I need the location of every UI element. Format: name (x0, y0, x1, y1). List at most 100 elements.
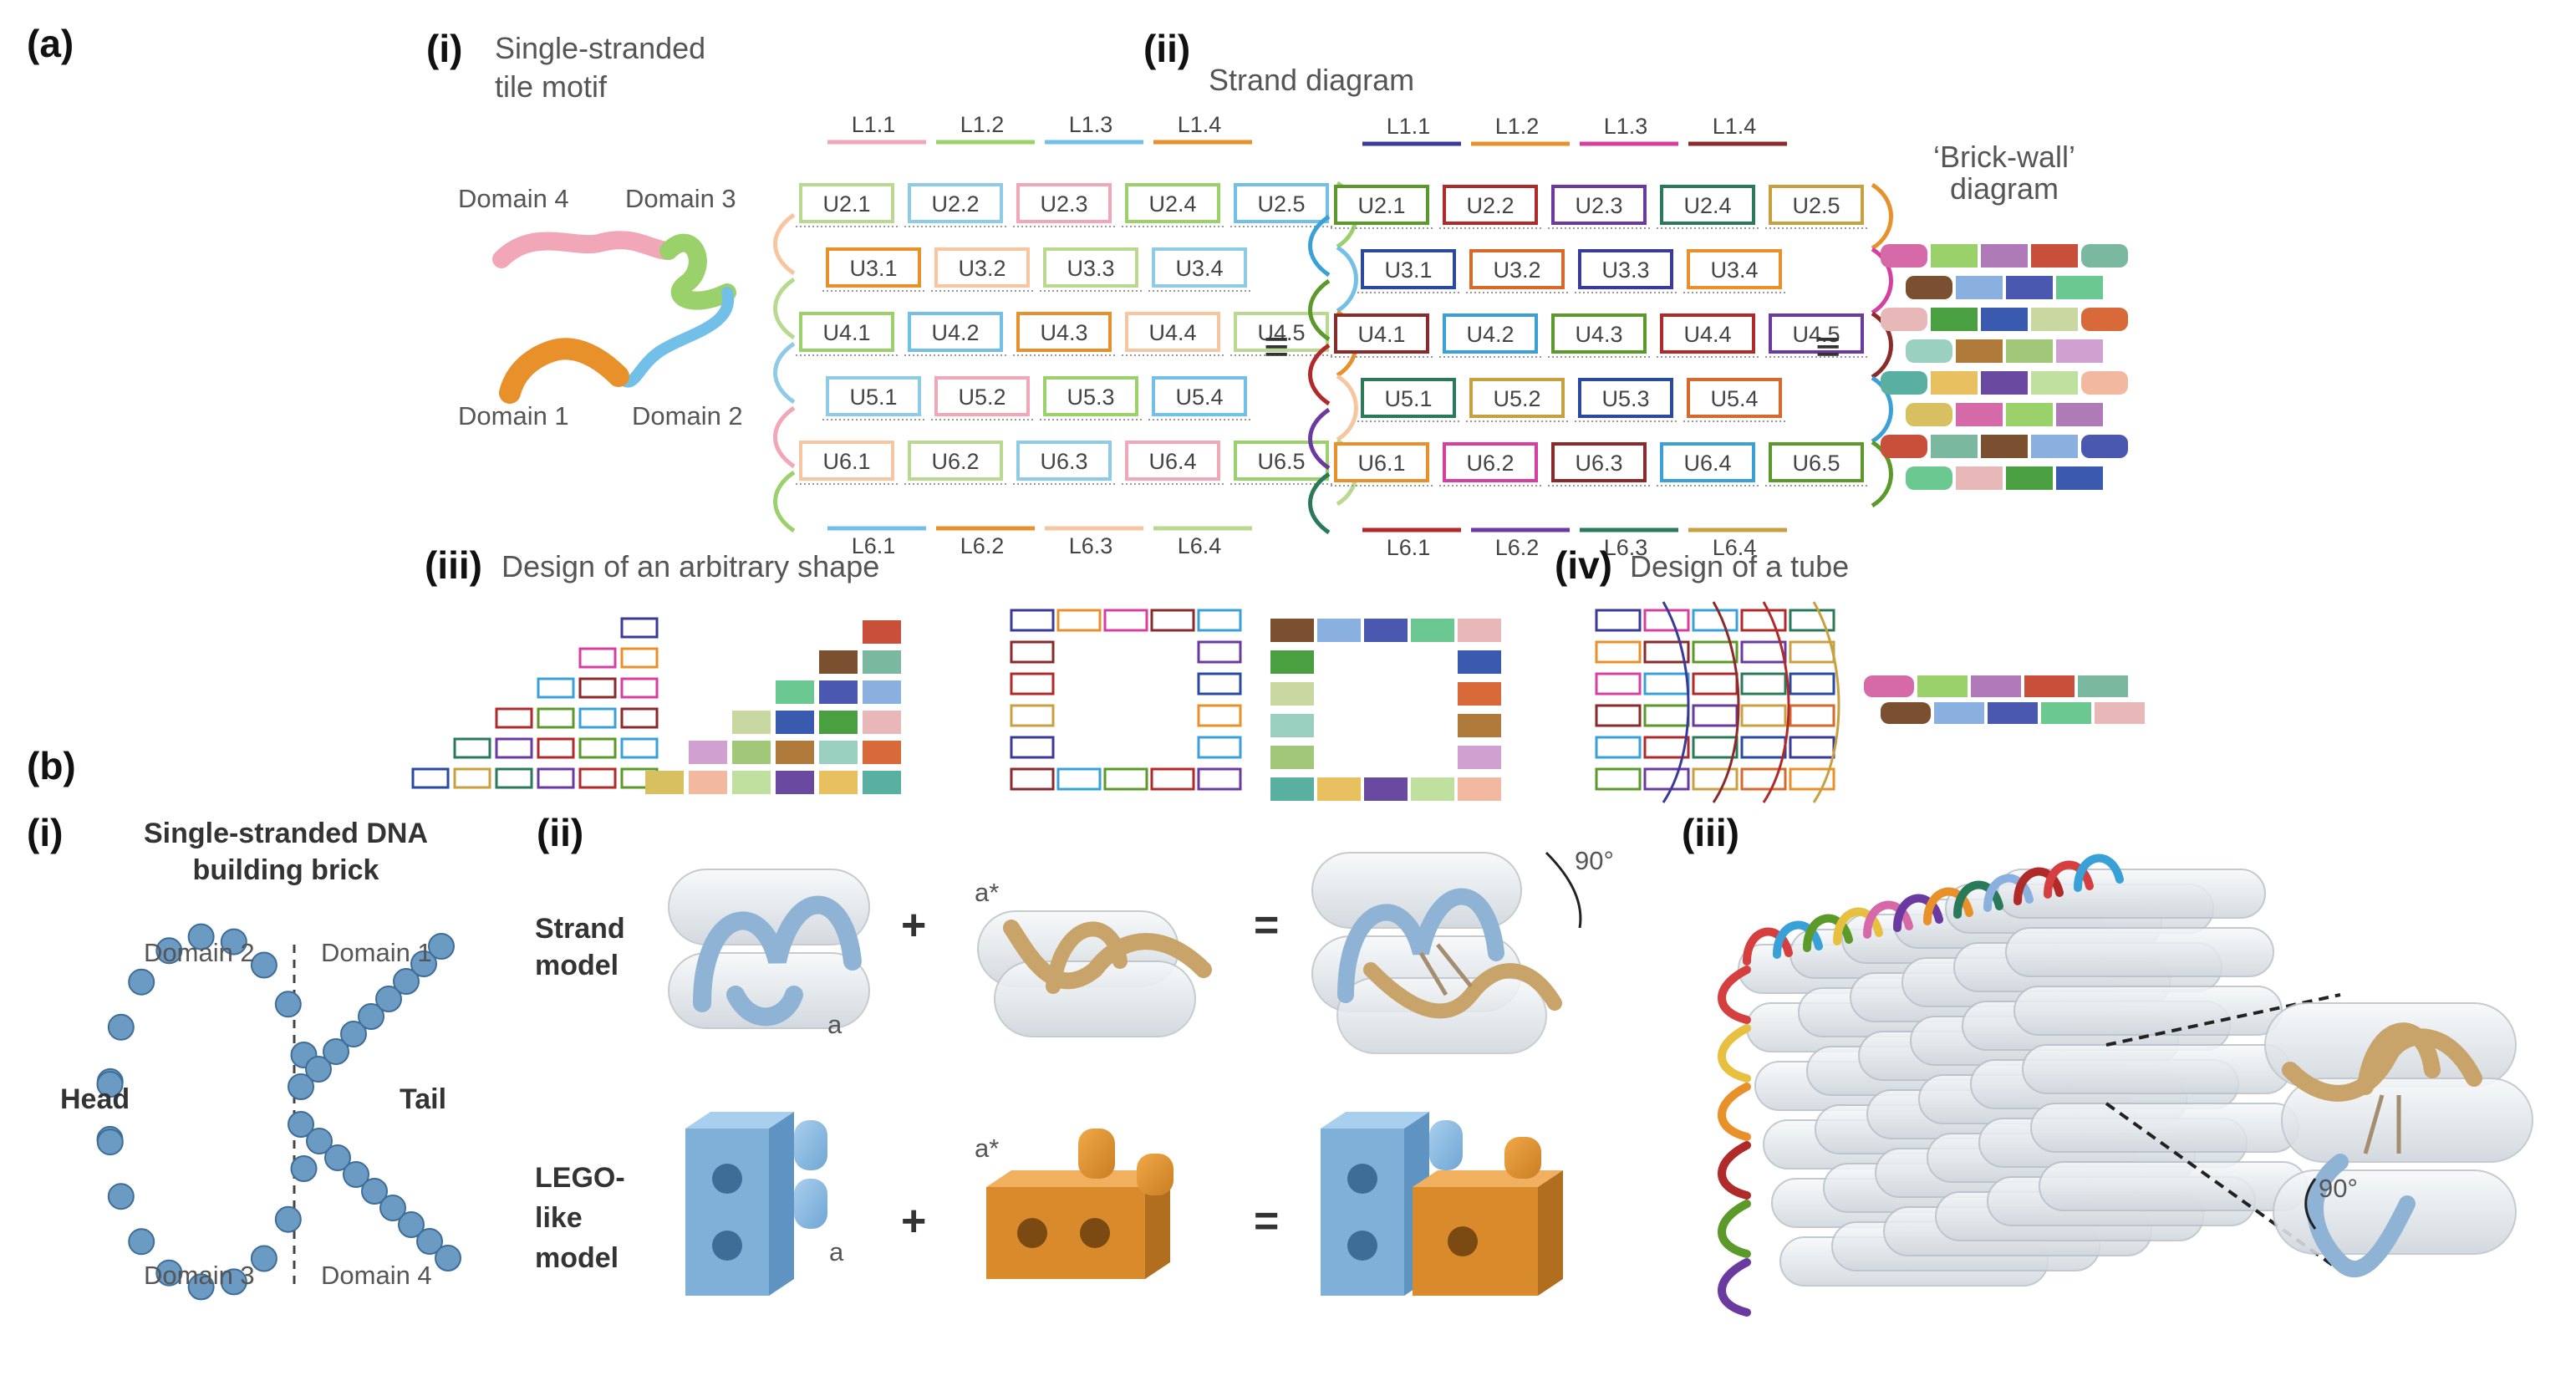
tube-mini-tile (1643, 640, 1690, 664)
triangle-mini-tile (537, 767, 575, 789)
frame-brick (1458, 714, 1501, 737)
cube-top-strand (1893, 894, 1943, 932)
triangle-mini-tile (537, 737, 575, 759)
dna-bead (343, 1161, 369, 1188)
brick-domain-3-label: Domain 3 (144, 1261, 255, 1290)
brick-domain-4-label: Domain 4 (321, 1261, 432, 1290)
pastel-tile-label: L6.1 (852, 533, 896, 558)
arbitrary-shape-title: Design of an arbitrary shape (501, 549, 879, 583)
brick (2056, 276, 2103, 299)
tube-brick (1934, 702, 1984, 724)
frame-brick (1364, 619, 1408, 642)
dna-bead (274, 991, 302, 1018)
tile-motif-title-line1: Single-stranded (495, 31, 705, 65)
angle-arc-strand (1545, 851, 1582, 929)
tube-brick (2024, 675, 2075, 697)
tube-wrap-strand (1812, 601, 1840, 803)
frame-brick (1411, 777, 1454, 801)
equivalence-symbol-1: ≡ (1264, 323, 1289, 371)
brick (1956, 339, 2003, 363)
tube-mini-tile (1789, 609, 1835, 632)
tube-mini-tile (1740, 609, 1787, 632)
pastel-tile (1152, 247, 1247, 288)
pastel-tile (1043, 247, 1138, 288)
tube-wrap-strand (1712, 601, 1740, 803)
dna-bead (306, 1128, 333, 1154)
pastel-tile-label: U6.2 (931, 449, 979, 474)
tube-brick (2078, 675, 2128, 697)
cube-top-strand (1953, 880, 2003, 919)
cube-side-strand (1718, 1141, 1751, 1200)
brick-wall-diagram (1881, 244, 2128, 490)
brick (1981, 435, 2028, 458)
pastel-tile-label: L6.4 (1178, 533, 1222, 558)
cube-top-strand (1983, 874, 2034, 912)
vivid-tile (1687, 378, 1782, 418)
brick-wall-title-line2: diagram (1950, 171, 2059, 206)
strand-model-label-line2: model (535, 950, 619, 981)
frame-mini-tile (1103, 609, 1148, 632)
triangle-strand-diagram (411, 617, 659, 789)
frame-brick (1411, 619, 1454, 642)
pastel-tile-label: L6.2 (960, 533, 1005, 558)
brick (1906, 403, 1952, 426)
tube-wrap-strand (1662, 601, 1690, 803)
triangle-brick (863, 680, 901, 704)
pastel-tile-label: U3.1 (849, 256, 897, 281)
tube-mini-tile (1643, 704, 1690, 727)
dna-bead (250, 1245, 277, 1272)
triangle-brick (863, 620, 901, 644)
vivid-tile (1469, 378, 1565, 418)
triangle-brick (863, 711, 901, 734)
ssdna-brick-title-line2: building brick (193, 854, 379, 886)
pastel-tile (1016, 183, 1112, 223)
pastel-loop (773, 470, 796, 533)
dna-bead (375, 986, 402, 1012)
tube-mini-tile (1595, 672, 1642, 696)
frame-mini-tile (1150, 609, 1195, 632)
pastel-tile-label: U2.3 (1040, 191, 1087, 217)
pastel-tile-label: L1.2 (960, 112, 1005, 137)
lego-model-label-line3: model (535, 1242, 619, 1274)
pastel-loop (773, 212, 796, 276)
pastel-tile-label: L6.3 (1069, 533, 1113, 558)
triangle-mini-tile (495, 707, 533, 729)
brick (2056, 403, 2103, 426)
lego-model-label-line1: LEGO- (535, 1162, 625, 1194)
cube-cylinder (2005, 927, 2274, 977)
triangle-mini-tile (495, 737, 533, 759)
vivid-tile-label: U2.1 (1357, 193, 1405, 218)
pastel-tile-label: U3.4 (1175, 256, 1223, 281)
equals-sign-lego: = (1254, 1197, 1279, 1246)
frame-mini-tile (1150, 767, 1195, 791)
vivid-tile-label: U6.4 (1683, 451, 1731, 476)
pastel-tile-label: U5.1 (849, 385, 897, 410)
vivid-tile-label: L6.1 (1387, 535, 1431, 560)
triangle-mini-tile (578, 677, 617, 699)
cube-angle-label: 90° (2319, 1174, 2358, 1203)
pastel-tile-label: U5.3 (1067, 385, 1114, 410)
pastel-tile-label: L1.1 (852, 112, 896, 137)
dna-bead (340, 1021, 367, 1047)
triangle-brick (689, 771, 727, 794)
brick-wall-title-line1: ‘Brick-wall’ (1933, 140, 2075, 174)
vivid-tile (1469, 249, 1565, 289)
triangle-brick-diagram (645, 620, 901, 794)
vivid-tile-label: U5.2 (1493, 386, 1540, 411)
dna-bead (435, 1245, 461, 1271)
brick (1906, 466, 1952, 490)
cube-side-strand (1718, 1258, 1751, 1317)
tube-mini-tile (1692, 704, 1739, 727)
tube-mini-tile (1740, 736, 1787, 759)
tube-strand-diagram (1595, 601, 1840, 803)
vivid-tile (1769, 442, 1864, 482)
brick (1881, 435, 1927, 458)
triangle-brick (863, 650, 901, 674)
brick (1981, 371, 2028, 395)
triangle-brick (732, 741, 771, 764)
cube-top-strand (1923, 887, 1973, 925)
vivid-tile-label: L1.4 (1713, 114, 1757, 139)
tube-mini-tile (1740, 640, 1787, 664)
vivid-tile-label: U4.3 (1575, 322, 1622, 347)
